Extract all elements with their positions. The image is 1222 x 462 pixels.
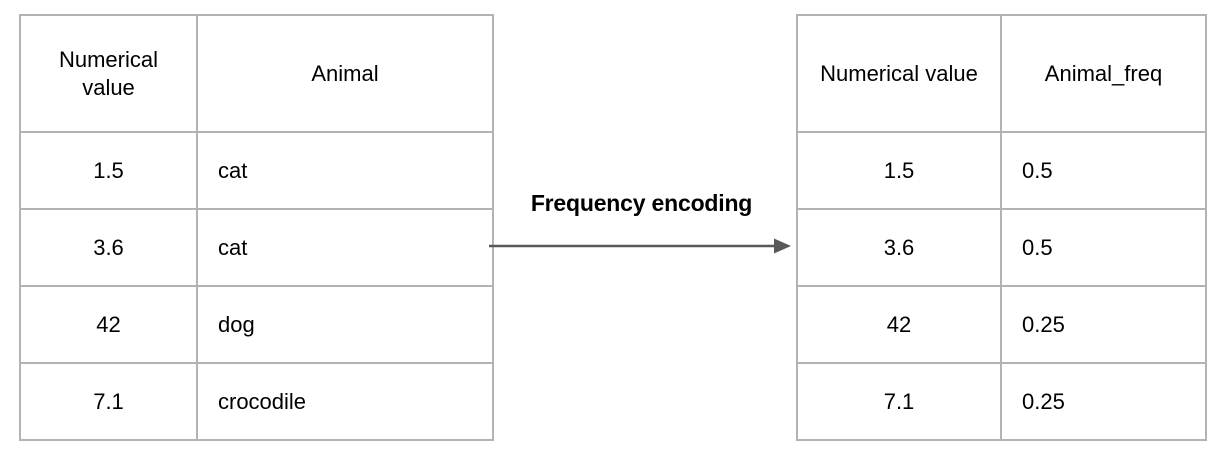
cell-numerical-value: 42 [796, 285, 1002, 364]
cell-numerical-value: 7.1 [19, 362, 198, 441]
table-header-row: Numerical value Animal_freq [796, 14, 1207, 133]
arrow-right-icon [489, 238, 791, 254]
cell-animal-freq: 0.25 [1000, 362, 1207, 441]
source-table-header: Numerical value Animal [19, 14, 494, 133]
column-header-numerical-value: Numerical value [19, 14, 198, 133]
table-row: 1.5 0.5 [796, 131, 1207, 210]
transform-label: Frequency encoding [530, 190, 753, 216]
cell-animal-freq: 0.5 [1000, 208, 1207, 287]
cell-animal-freq: 0.25 [1000, 285, 1207, 364]
encoded-table-body: 1.5 0.5 3.6 0.5 42 0.25 7.1 0.25 [796, 131, 1207, 441]
table-row: 42 0.25 [796, 285, 1207, 364]
cell-animal: dog [196, 285, 494, 364]
cell-numerical-value: 1.5 [796, 131, 1002, 210]
cell-animal: crocodile [196, 362, 494, 441]
source-table: Numerical value Animal 1.5 cat 3.6 cat 4… [19, 14, 494, 441]
cell-animal: cat [196, 131, 494, 210]
table-row: 7.1 0.25 [796, 362, 1207, 441]
cell-numerical-value: 3.6 [19, 208, 198, 287]
encoded-table-header: Numerical value Animal_freq [796, 14, 1207, 133]
column-header-numerical-value: Numerical value [796, 14, 1002, 133]
source-table-body: 1.5 cat 3.6 cat 42 dog 7.1 crocodile [19, 131, 494, 441]
cell-numerical-value: 3.6 [796, 208, 1002, 287]
table-header-row: Numerical value Animal [19, 14, 494, 133]
column-header-animal-freq: Animal_freq [1000, 14, 1207, 133]
encoded-table: Numerical value Animal_freq 1.5 0.5 3.6 … [796, 14, 1207, 441]
cell-numerical-value: 42 [19, 285, 198, 364]
column-header-animal: Animal [196, 14, 494, 133]
table-row: 42 dog [19, 285, 494, 364]
cell-numerical-value: 7.1 [796, 362, 1002, 441]
cell-animal: cat [196, 208, 494, 287]
table-row: 3.6 0.5 [796, 208, 1207, 287]
table-row: 3.6 cat [19, 208, 494, 287]
cell-animal-freq: 0.5 [1000, 131, 1207, 210]
table-row: 1.5 cat [19, 131, 494, 210]
table-row: 7.1 crocodile [19, 362, 494, 441]
transform-group: Frequency encoding [489, 190, 794, 260]
cell-numerical-value: 1.5 [19, 131, 198, 210]
